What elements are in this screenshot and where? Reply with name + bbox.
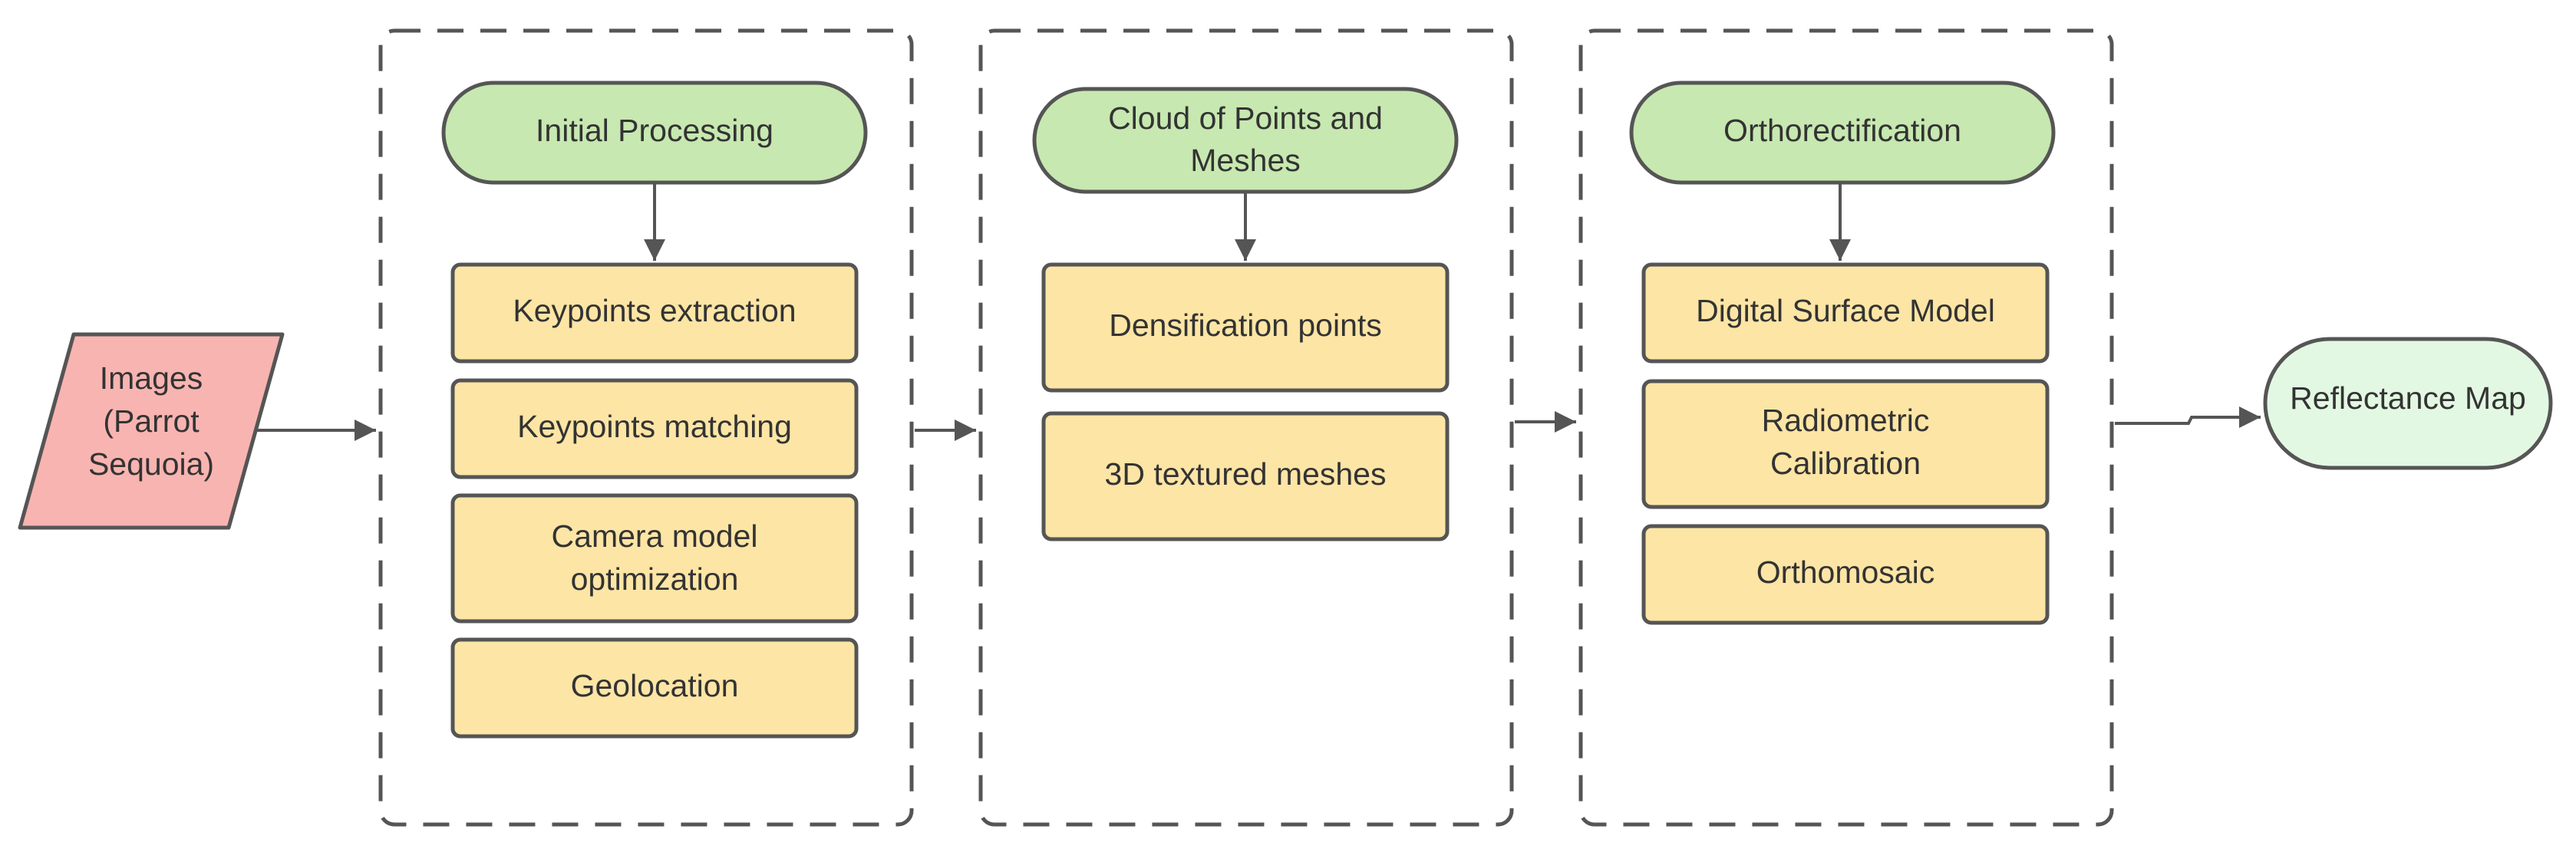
stage-header-label: Initial Processing <box>536 113 773 148</box>
step-radiometric-calibration[interactable]: Radiometric Calibration <box>1641 379 2050 509</box>
step-orthomosaic[interactable]: Orthomosaic <box>1641 524 2050 625</box>
step-label: Keypoints extraction <box>513 293 796 328</box>
stage-container-cloud-of-points <box>978 28 1514 827</box>
stage-header-label-line-2: Meshes <box>1190 143 1301 178</box>
output-node-label: Reflectance Map <box>2290 380 2526 416</box>
stage-header-label: Orthorectification <box>1723 113 1961 148</box>
step-box <box>450 262 859 364</box>
step-label-line-1: Camera model <box>552 518 758 554</box>
stage-header-label-line-1: Cloud of Points and <box>1108 100 1383 136</box>
step-label: 3D textured meshes <box>1105 456 1387 492</box>
stage-header-shape <box>1629 81 2056 185</box>
output-node-shape <box>2263 337 2553 470</box>
step-box <box>450 637 859 739</box>
step-label-line-2: optimization <box>571 561 739 597</box>
step-label: Densification points <box>1109 308 1382 343</box>
input-node-text-line-1: Images <box>100 360 203 396</box>
step-box <box>1641 262 2050 364</box>
step-label: Keypoints matching <box>517 409 792 444</box>
step-keypoints-extraction[interactable]: Keypoints extraction <box>450 262 859 364</box>
step-label-line-2: Calibration <box>1770 446 1921 481</box>
stage-container-initial-processing <box>378 28 914 827</box>
step-box <box>1641 524 2050 625</box>
step-label: Orthomosaic <box>1756 555 1934 590</box>
stage-header-cloud-of-points-and-meshes[interactable]: Cloud of Points and Meshes <box>1032 87 1459 194</box>
input-node-images[interactable]: Images (Parrot Sequoia) <box>18 332 285 530</box>
step-densification-points[interactable]: Densification points <box>1041 262 1450 393</box>
step-label-line-1: Radiometric <box>1762 403 1930 438</box>
step-keypoints-matching[interactable]: Keypoints matching <box>450 378 859 479</box>
connector-arrow-orthorectification-to-reflectance-map <box>2115 406 2261 428</box>
step-geolocation[interactable]: Geolocation <box>450 637 859 739</box>
step-camera-model-optimization[interactable]: Camera model optimization <box>450 493 859 624</box>
step-box <box>1041 262 1450 393</box>
step-digital-surface-model[interactable]: Digital Surface Model <box>1641 262 2050 364</box>
step-label: Digital Surface Model <box>1696 293 1995 328</box>
step-box <box>1041 411 1450 541</box>
input-node-text-line-3: Sequoia) <box>88 446 214 482</box>
stage-container-orthorectification <box>1578 28 2114 827</box>
step-label: Geolocation <box>571 668 739 703</box>
output-node-reflectance-map[interactable]: Reflectance Map <box>2263 337 2553 470</box>
stage-header-initial-processing[interactable]: Initial Processing <box>441 81 868 185</box>
step-box <box>450 378 859 479</box>
step-box <box>450 493 859 624</box>
stage-header-orthorectification[interactable]: Orthorectification <box>1629 81 2056 185</box>
input-node-text-line-2: (Parrot <box>103 403 200 439</box>
step-3d-textured-meshes[interactable]: 3D textured meshes <box>1041 411 1450 541</box>
step-box <box>1641 379 2050 509</box>
input-node-shape <box>18 332 285 530</box>
